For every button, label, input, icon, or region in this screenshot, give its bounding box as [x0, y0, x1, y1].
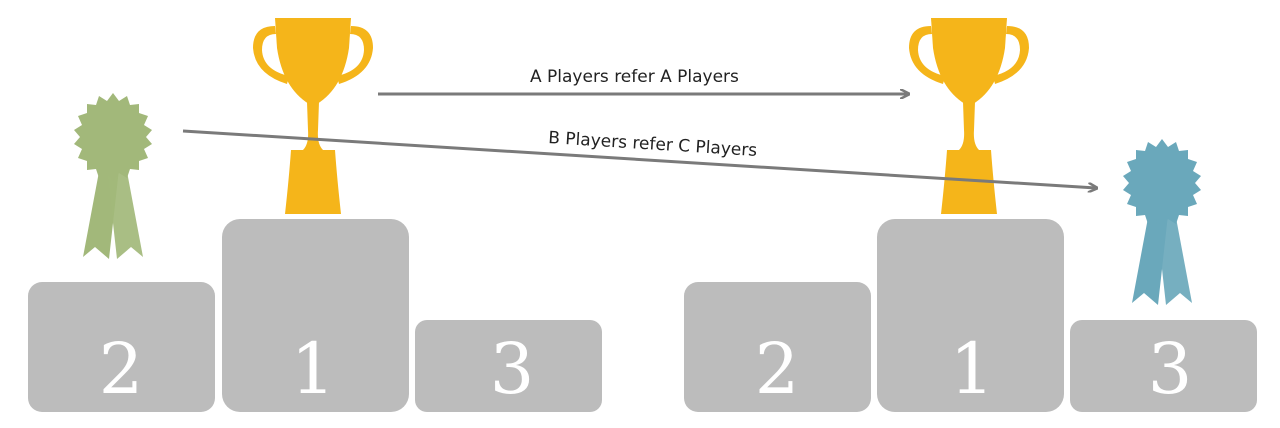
podium-block-third: [1070, 320, 1257, 412]
left-podium-group: 2 1 3: [28, 18, 602, 412]
trophy-icon: [909, 18, 1029, 214]
podium-number-third: 3: [1148, 328, 1193, 410]
trophy-icon: [253, 18, 373, 214]
right-podium-group: 2 1 3: [684, 18, 1257, 412]
podium-number-second: 2: [99, 328, 144, 410]
podium-number-third: 3: [490, 328, 535, 410]
podium-number-first: 1: [291, 328, 336, 410]
podium-block-second: [684, 282, 871, 412]
green-ribbon-icon: [74, 93, 152, 259]
podium-block-first: [877, 219, 1064, 412]
arrow-a-label: A Players refer A Players: [530, 67, 739, 87]
podium-number-second: 2: [755, 328, 800, 410]
podium-block-second: [28, 282, 215, 412]
blue-ribbon-icon: [1123, 139, 1201, 305]
arrow-b-line: [182, 129, 1096, 188]
podium-number-first: 1: [950, 328, 995, 410]
arrow-a-players: A Players refer A Players: [378, 67, 908, 94]
podium-block-third: [415, 320, 602, 412]
podium-block-first: [222, 219, 409, 412]
